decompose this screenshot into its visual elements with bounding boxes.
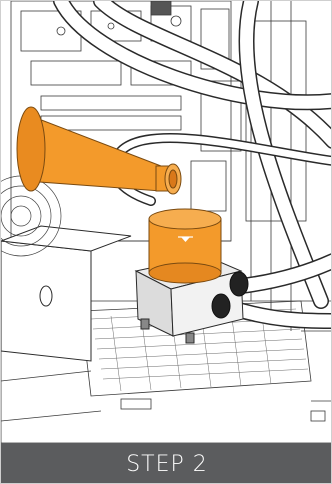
- water-cooling-fill-illustration: [1, 1, 332, 443]
- funnel: [17, 107, 181, 194]
- step-label: STEP 2: [126, 452, 208, 477]
- step-indicator-bar: STEP 2: [1, 443, 332, 484]
- reservoir: [149, 209, 221, 283]
